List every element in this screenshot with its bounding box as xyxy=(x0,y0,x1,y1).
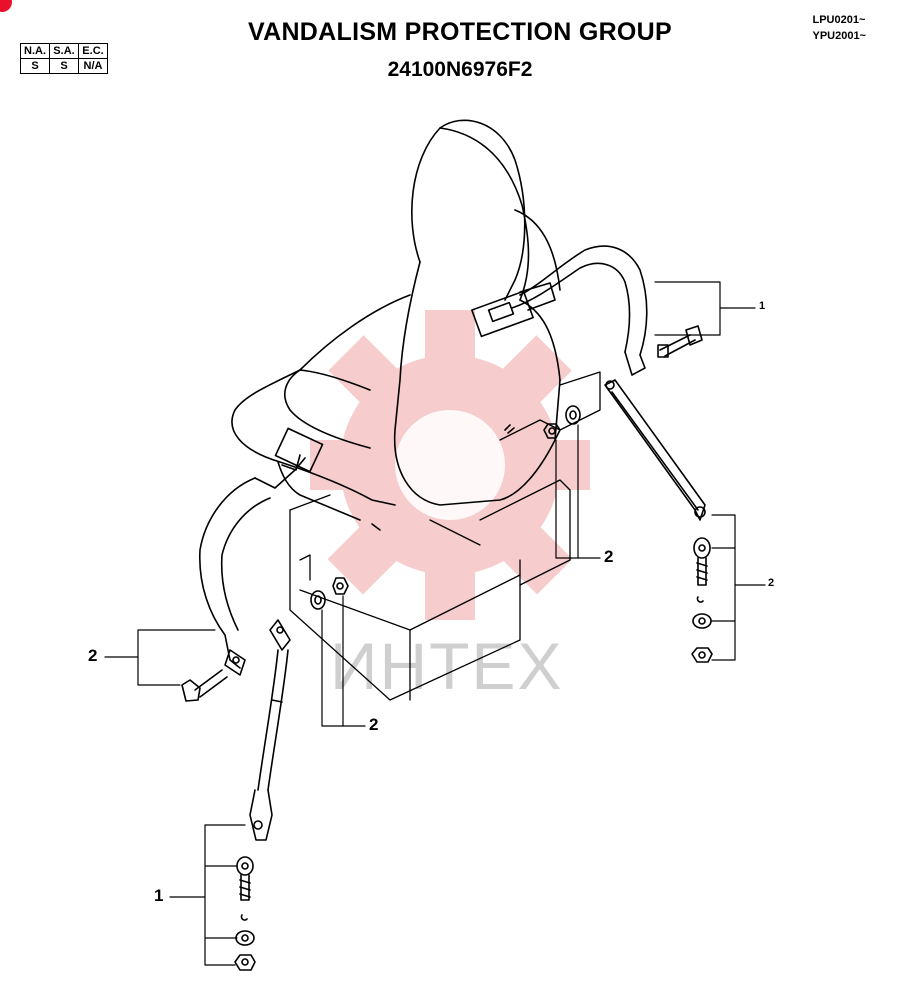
right-bolt-outline xyxy=(657,325,703,358)
gear-watermark-icon xyxy=(310,310,590,620)
left-belt-outline xyxy=(199,427,324,676)
center-nuts-right-outline xyxy=(504,405,581,439)
callout-right-belt: 1 xyxy=(759,300,766,312)
callout-left-bolt: 2 xyxy=(88,646,98,665)
availability-header-ec: E.C. xyxy=(78,43,108,59)
right-anchor-strap-outline xyxy=(604,379,706,521)
callout-center-nuts-right: 2 xyxy=(604,547,614,566)
serial-range-1: LPU0201~ xyxy=(812,14,866,26)
seat-base-outline xyxy=(289,371,601,701)
seat-cushion-outline xyxy=(231,294,411,521)
watermark-text: ИНТЕХ xyxy=(330,629,564,703)
serial-range: LPU0201~ YPU2001~ xyxy=(812,12,866,44)
center-nuts-left-outline xyxy=(310,523,381,610)
right-belt-outline xyxy=(471,245,648,376)
callout-left-anchor: 1 xyxy=(154,886,164,905)
callout-leader-lines xyxy=(104,281,766,966)
left-anchor-strap-outline xyxy=(249,619,291,841)
corner-red-mark xyxy=(0,0,12,12)
availability-value-ec: N/A xyxy=(78,58,108,74)
serial-range-2: YPU2001~ xyxy=(812,30,866,42)
diagram-title: VANDALISM PROTECTION GROUP xyxy=(247,18,672,46)
left-hardware-outline xyxy=(234,856,256,971)
right-hardware-outline xyxy=(691,537,713,663)
callout-center-nuts-left: 2 xyxy=(369,715,379,734)
part-number: 24100N6976F2 xyxy=(387,58,533,81)
callout-right-hardware: 2 xyxy=(768,577,775,589)
left-bolt-outline xyxy=(181,669,228,702)
seat-back-outline xyxy=(393,119,561,506)
availability-header-row: N.A. S.A. E.C. xyxy=(20,43,108,59)
availability-table: N.A. S.A. E.C. S S N/A xyxy=(20,43,108,74)
availability-value-row: S S N/A xyxy=(20,58,108,74)
